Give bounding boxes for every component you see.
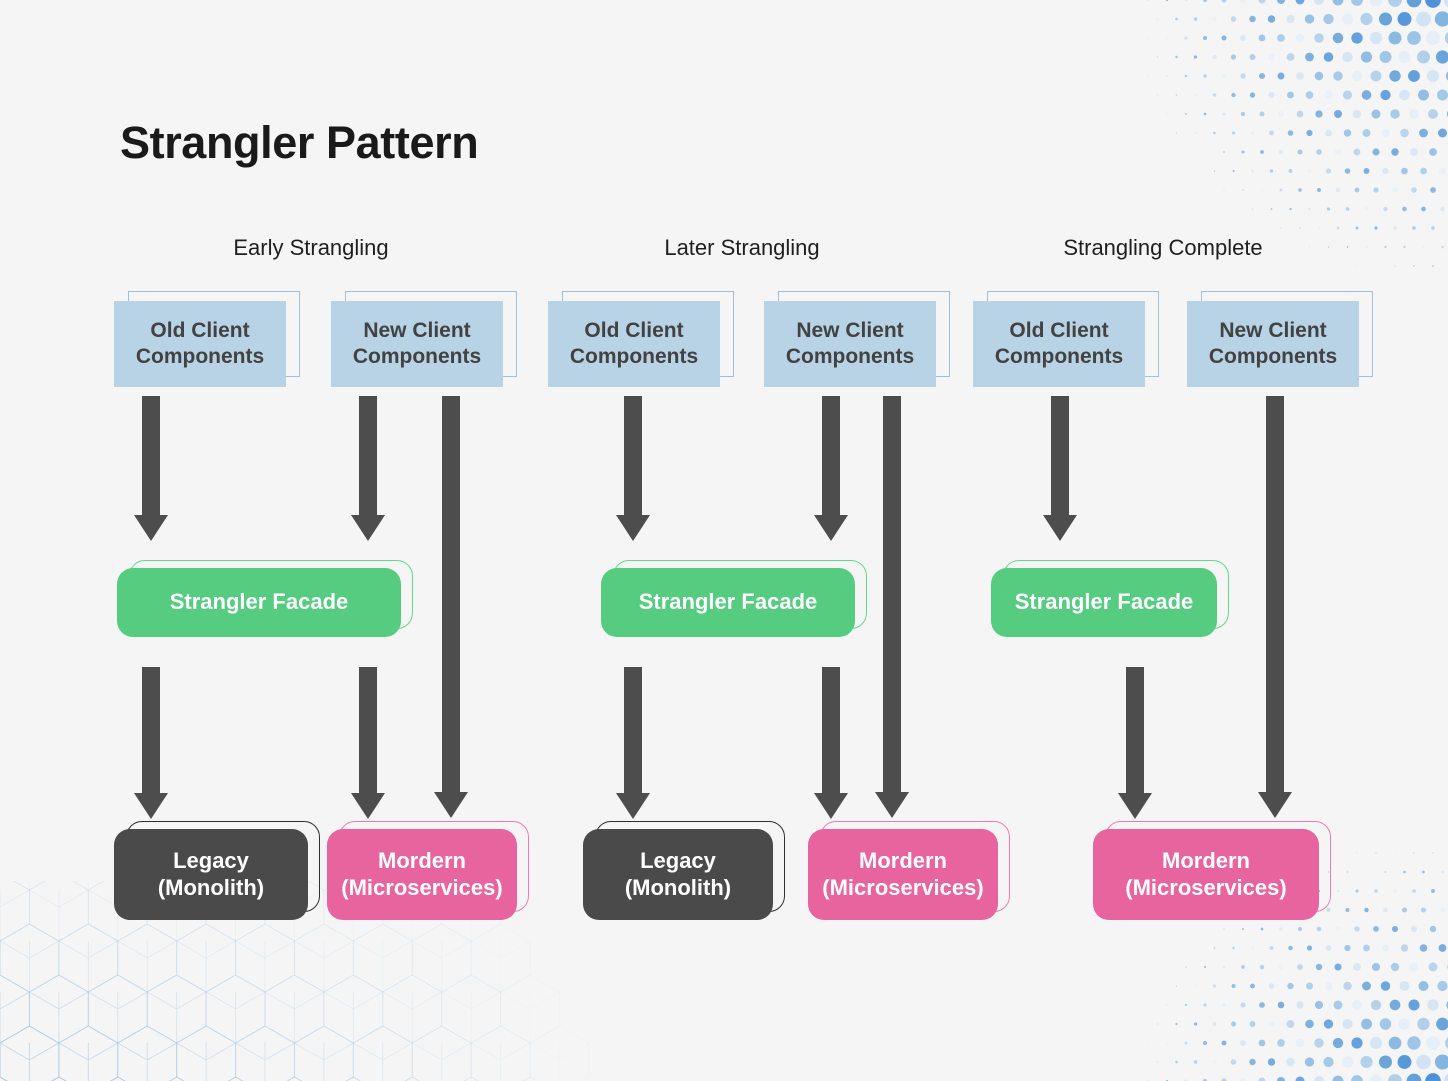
facade-box-early[interactable]: Strangler Facade bbox=[117, 560, 413, 637]
client-box-label-line2: Components bbox=[352, 345, 482, 368]
facade-box-fill: Strangler Facade bbox=[117, 568, 401, 637]
facade-box-later[interactable]: Strangler Facade bbox=[601, 560, 867, 637]
arrow-complete-new-client-to-modern bbox=[1258, 396, 1292, 818]
client-box-label-line2: Components bbox=[994, 345, 1124, 368]
arrow-head-icon bbox=[875, 792, 909, 818]
bottom-box-complete-modern[interactable]: Mordern(Microservices) bbox=[1093, 821, 1331, 920]
client-box-label-line1: New Client bbox=[363, 319, 471, 343]
bottom-box-label-line2: (Microservices) bbox=[341, 874, 503, 900]
bottom-box-early-modern[interactable]: Mordern(Microservices) bbox=[327, 821, 529, 920]
arrow-head-icon bbox=[1118, 793, 1152, 819]
bottom-box-early-legacy[interactable]: Legacy(Monolith) bbox=[114, 821, 320, 920]
arrow-complete-facade-to-modern bbox=[1118, 667, 1152, 819]
arrow-early-new-client-to-facade bbox=[351, 396, 385, 541]
bottom-box-fill: Legacy(Monolith) bbox=[114, 829, 308, 920]
arrow-shaft bbox=[1051, 396, 1069, 515]
column-caption-early: Early Strangling bbox=[233, 235, 389, 260]
bottom-box-label-line1: Legacy bbox=[173, 847, 249, 873]
client-box-label-line2: Components bbox=[135, 345, 265, 368]
arrow-head-icon bbox=[134, 515, 168, 541]
bottom-box-label-line2: (Monolith) bbox=[157, 874, 265, 900]
halftone-dots-top-right-decoration bbox=[1148, 0, 1448, 267]
arrow-later-old-client-to-facade bbox=[616, 396, 650, 541]
client-box-label-line2: Components bbox=[785, 345, 915, 368]
page-title: Strangler Pattern bbox=[120, 117, 479, 168]
bottom-box-label-line2: (Microservices) bbox=[822, 874, 984, 900]
arrow-head-icon bbox=[134, 793, 168, 819]
client-box-label-line1: New Client bbox=[1219, 319, 1327, 343]
arrow-head-icon bbox=[814, 793, 848, 819]
facade-box-label: Strangler Facade bbox=[638, 589, 818, 615]
facade-box-complete[interactable]: Strangler Facade bbox=[991, 560, 1229, 637]
arrow-complete-old-client-to-facade bbox=[1043, 396, 1077, 541]
arrow-early-facade-to-modern bbox=[351, 667, 385, 819]
client-box-label-line1: New Client bbox=[796, 319, 904, 343]
arrow-later-facade-to-legacy bbox=[616, 667, 650, 819]
bottom-box-label-line1: Mordern bbox=[1162, 847, 1250, 873]
arrow-shaft bbox=[822, 667, 840, 793]
bottom-box-label-line1: Legacy bbox=[640, 847, 716, 873]
arrow-head-icon bbox=[814, 515, 848, 541]
arrow-shaft bbox=[142, 667, 160, 793]
arrow-head-icon bbox=[434, 792, 468, 818]
bottom-box-later-legacy[interactable]: Legacy(Monolith) bbox=[583, 821, 785, 920]
arrow-later-new-client-to-modern bbox=[875, 396, 909, 818]
facade-box-fill: Strangler Facade bbox=[601, 568, 855, 637]
bottom-box-fill: Legacy(Monolith) bbox=[583, 829, 773, 920]
arrow-early-new-client-to-modern bbox=[434, 396, 468, 818]
arrow-early-facade-to-legacy bbox=[134, 667, 168, 819]
bottom-box-label-line1: Mordern bbox=[859, 847, 947, 873]
bottom-box-fill: Mordern(Microservices) bbox=[327, 829, 517, 920]
arrow-head-icon bbox=[351, 793, 385, 819]
facade-box-fill: Strangler Facade bbox=[991, 568, 1217, 637]
column-caption-later: Later Strangling bbox=[664, 235, 820, 260]
arrow-shaft bbox=[822, 396, 840, 515]
bottom-box-label-line1: Mordern bbox=[378, 847, 466, 873]
bottom-box-later-modern[interactable]: Mordern(Microservices) bbox=[808, 821, 1010, 920]
arrow-shaft bbox=[359, 396, 377, 515]
client-box-label-line1: Old Client bbox=[150, 319, 250, 343]
arrow-shaft bbox=[359, 667, 377, 793]
client-box-label-line1: Old Client bbox=[584, 319, 684, 343]
arrow-head-icon bbox=[351, 515, 385, 541]
bottom-box-fill: Mordern(Microservices) bbox=[808, 829, 998, 920]
arrow-shaft bbox=[1266, 396, 1284, 792]
client-box-label-line2: Components bbox=[569, 345, 699, 368]
arrow-head-icon bbox=[1043, 515, 1077, 541]
bottom-box-fill: Mordern(Microservices) bbox=[1093, 829, 1319, 920]
facade-box-label: Strangler Facade bbox=[169, 589, 349, 615]
arrow-shaft bbox=[442, 396, 460, 792]
arrow-shaft bbox=[624, 667, 642, 793]
arrow-shaft bbox=[142, 396, 160, 515]
column-caption-complete: Strangling Complete bbox=[1063, 235, 1263, 260]
arrow-shaft bbox=[1126, 667, 1144, 793]
arrow-shaft bbox=[883, 396, 901, 792]
arrow-head-icon bbox=[616, 793, 650, 819]
bottom-box-label-line2: (Monolith) bbox=[624, 874, 732, 900]
arrow-later-new-client-to-facade bbox=[814, 396, 848, 541]
arrow-head-icon bbox=[616, 515, 650, 541]
arrow-head-icon bbox=[1258, 792, 1292, 818]
arrow-early-old-client-to-facade bbox=[134, 396, 168, 541]
arrow-later-facade-to-modern bbox=[814, 667, 848, 819]
arrow-shaft bbox=[624, 396, 642, 515]
client-box-label-line1: Old Client bbox=[1009, 319, 1109, 343]
client-box-label-line2: Components bbox=[1208, 345, 1338, 368]
bottom-box-label-line2: (Microservices) bbox=[1125, 874, 1287, 900]
facade-box-label: Strangler Facade bbox=[1014, 589, 1194, 615]
